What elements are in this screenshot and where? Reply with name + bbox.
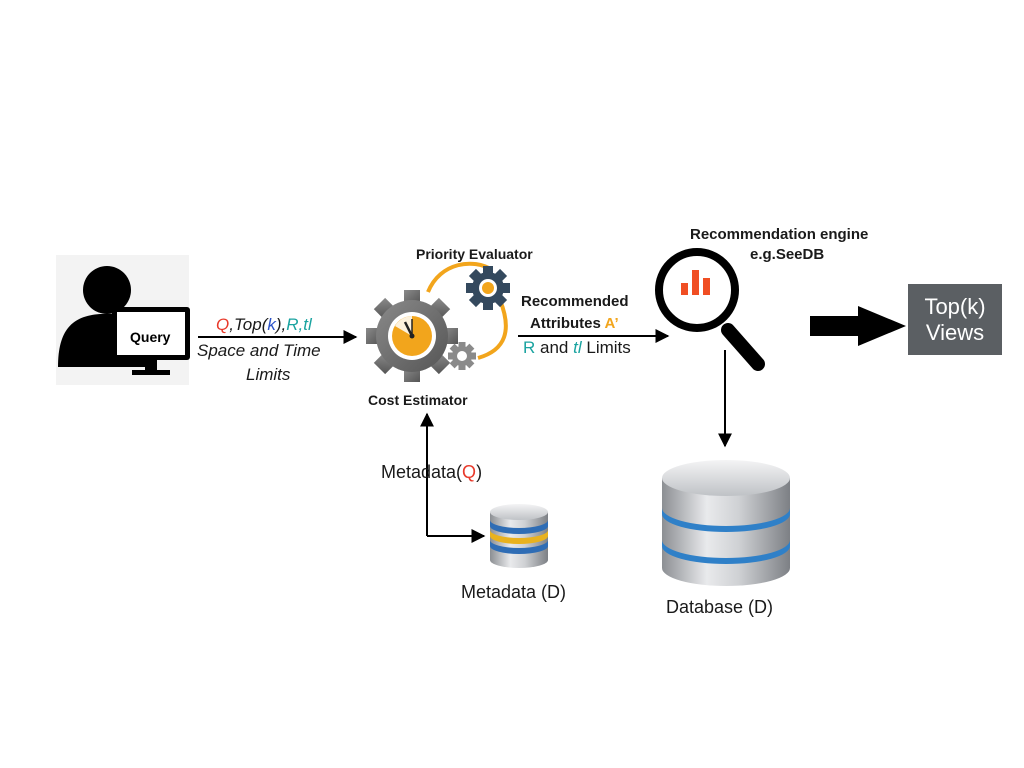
query-label: Query xyxy=(130,329,171,345)
k-symbol: k xyxy=(267,315,276,334)
q-symbol: Q xyxy=(462,462,477,482)
output-edge-label-line1: Recommended xyxy=(521,293,629,310)
a-prime-symbol: A’ xyxy=(604,315,619,332)
engine-label-line1: Recommendation engine xyxy=(690,226,869,243)
top-suffix: ), xyxy=(275,315,287,334)
metadata-db-label: Metadata (D) xyxy=(461,582,567,602)
tl-symbol: tl xyxy=(573,338,582,357)
monitor-icon xyxy=(112,307,190,375)
attributes-text: Attributes xyxy=(530,315,601,332)
gear-icon xyxy=(448,342,476,370)
magnifier-icon xyxy=(655,248,765,371)
tl-symbol: tl xyxy=(303,315,312,334)
top-k-label: Top(k) xyxy=(924,293,986,319)
r-symbol: R, xyxy=(286,315,304,334)
top-prefix: Top( xyxy=(233,315,268,334)
gear-icon xyxy=(466,266,510,310)
input-edge-label-line2: Space and Time xyxy=(197,341,321,360)
metadata-prefix: Metadata( xyxy=(381,462,463,482)
database-icon xyxy=(662,460,790,586)
limits-text: Limits xyxy=(586,338,631,357)
r-symbol: R xyxy=(523,338,536,357)
input-edge-label-line1: Q,Top(k),R,tl xyxy=(216,315,312,335)
q-symbol: Q xyxy=(216,315,230,334)
output-edge-label-line3: R and tl Limits xyxy=(523,338,631,358)
priority-evaluator-label: Priority Evaluator xyxy=(416,246,533,262)
metadata-q-label: Metadata(Q) xyxy=(381,462,482,483)
metadata-suffix: ) xyxy=(476,462,483,482)
engine-label-line2: e.g.SeeDB xyxy=(750,246,825,263)
views-label: Views xyxy=(925,319,985,345)
bar-chart-icon xyxy=(681,270,710,295)
clock-icon xyxy=(392,316,432,356)
database-label: Database (D) xyxy=(666,597,774,617)
and-text: and xyxy=(540,338,569,357)
database-icon xyxy=(490,504,548,568)
output-edge-label-line2: Attributes A’ xyxy=(530,315,619,332)
comma: , xyxy=(229,315,234,334)
arrow-icon xyxy=(810,306,906,346)
top-k-views-box: Top(k) Views xyxy=(908,284,1002,355)
input-edge-label-line3: Limits xyxy=(246,365,291,384)
cost-estimator-label: Cost Estimator xyxy=(368,392,468,408)
